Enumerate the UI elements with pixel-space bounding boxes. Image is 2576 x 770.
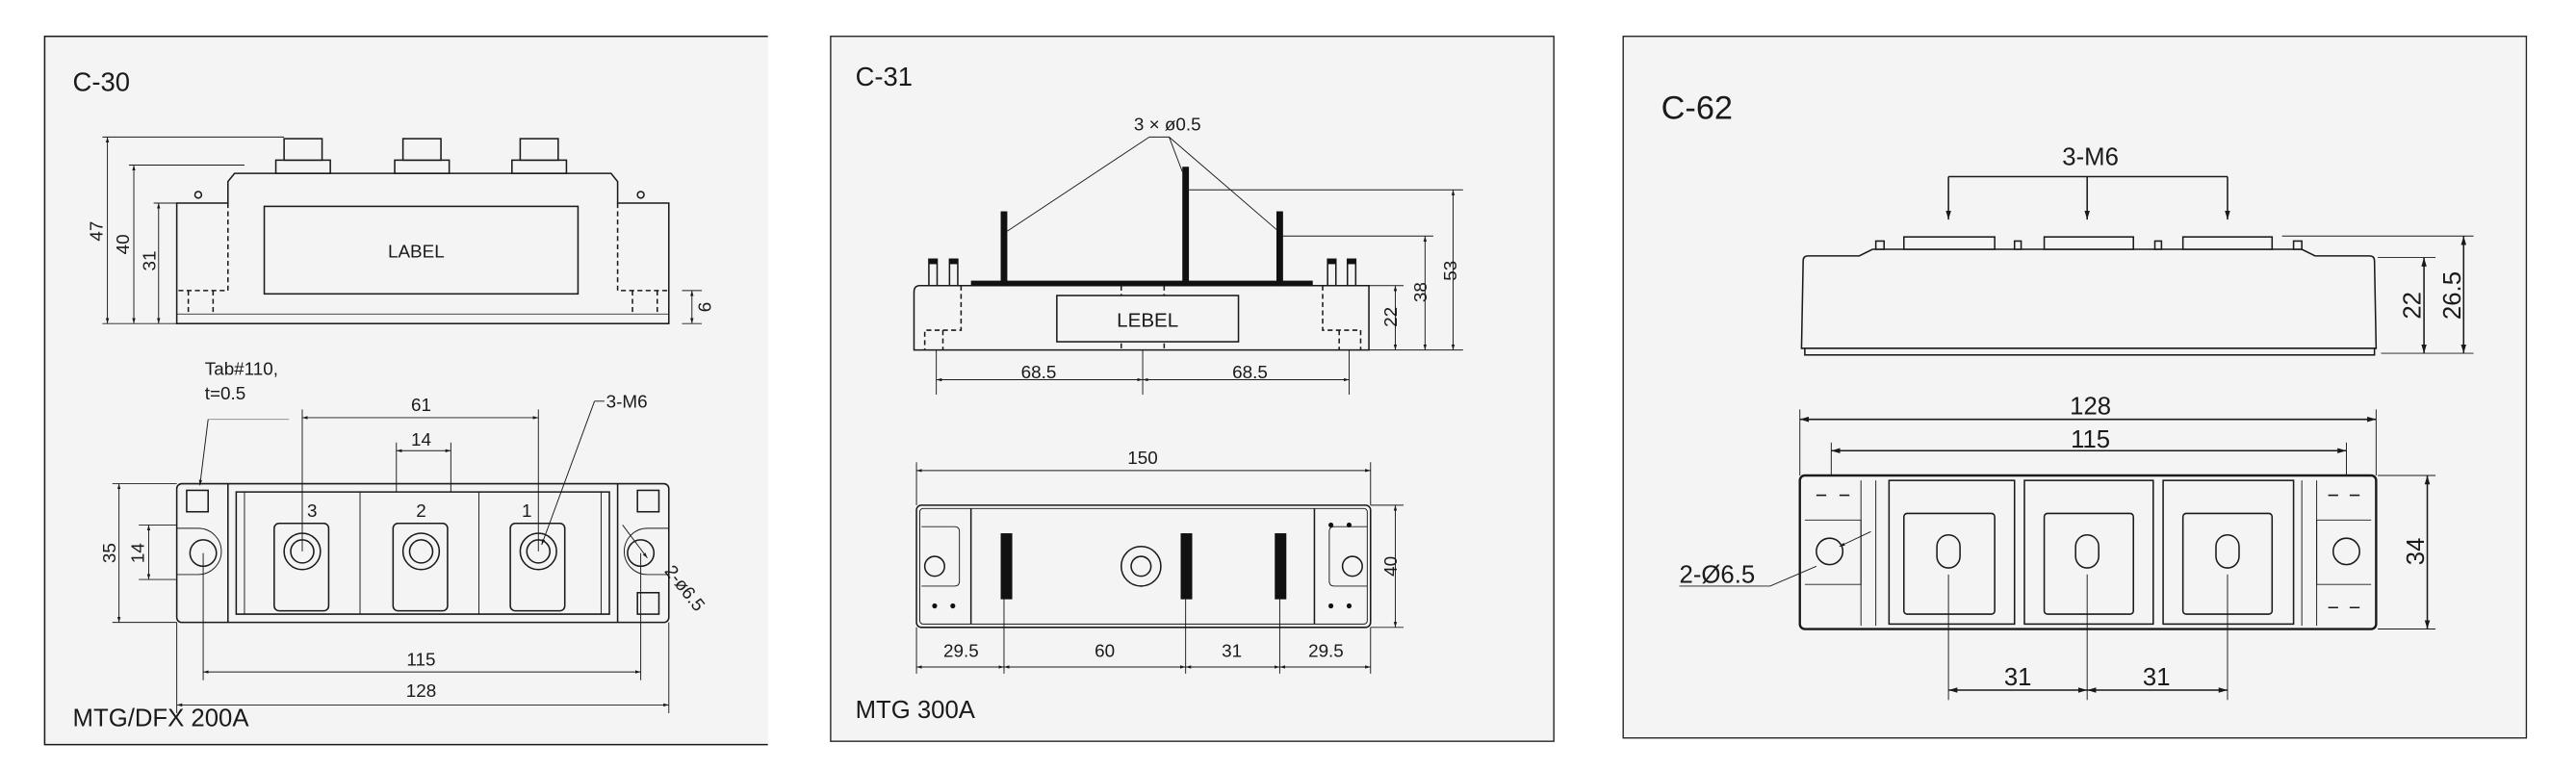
dim-53: 53 <box>1440 261 1460 281</box>
label-box <box>263 205 580 295</box>
pin <box>1000 211 1008 286</box>
pin <box>1275 533 1287 600</box>
pin-note: 3 × ø0.5 <box>1134 115 1201 135</box>
dim-31: 31 <box>1222 641 1242 661</box>
thread-note: 3-M6 <box>2062 144 2119 171</box>
terminal <box>2181 236 2274 250</box>
dim-150: 150 <box>1127 448 1157 468</box>
dim-26-5: 26.5 <box>2439 271 2466 320</box>
terminal <box>2043 236 2134 250</box>
dim-68-5-right: 68.5 <box>1232 362 1268 382</box>
pin <box>1275 211 1283 286</box>
dim-9: 9 <box>695 302 715 313</box>
dim-31-left: 31 <box>2004 664 2032 691</box>
terminals <box>1888 479 2295 626</box>
dim-40: 40 <box>1380 556 1401 577</box>
mounting-hole <box>923 555 945 578</box>
terminal-label: 2 <box>416 500 426 521</box>
mounting-hole <box>2331 537 2360 566</box>
label-text: LEBEL <box>1117 310 1178 332</box>
model-caption: MTG 300A <box>856 697 976 724</box>
terminal <box>1903 236 1996 250</box>
pin <box>1180 533 1193 600</box>
terminal-label: 1 <box>522 500 532 521</box>
thread-note: 3-M6 <box>606 392 648 412</box>
tab-note: Tab#110, <box>205 358 278 378</box>
dim-35: 35 <box>99 543 119 563</box>
hole-note: 2-Ø6.5 <box>1680 561 1756 588</box>
model-caption: MTG/DFX 200A <box>73 706 250 732</box>
dim-38: 38 <box>1410 282 1430 302</box>
panel-c62: C-62 3-M6 22 26.5 128 115 <box>1622 36 2528 739</box>
dim-128: 128 <box>2070 394 2111 421</box>
dim-29-5-left: 29.5 <box>943 641 979 661</box>
dim-29-5-right: 29.5 <box>1308 641 1344 661</box>
dim-115: 115 <box>2071 426 2110 453</box>
panel-title: C-30 <box>73 66 130 96</box>
panel-border <box>43 35 768 746</box>
mounting-hole <box>1816 537 1844 566</box>
label-box <box>1056 295 1240 343</box>
dim-31-right: 31 <box>2143 664 2171 691</box>
dim-22: 22 <box>1380 307 1401 327</box>
panel-c31: C-31 LEBEL 3 × ø0.5 22 38 53 <box>830 36 1555 742</box>
dim-34: 34 <box>2403 538 2430 566</box>
pin <box>1000 533 1013 600</box>
dim-14: 14 <box>411 429 431 449</box>
panel-background <box>1622 36 2528 739</box>
dim-14-vertical: 14 <box>127 543 147 563</box>
top-view: 3 2 1 61 14 35 14 115 128 Tab#110, t=0.5… <box>99 358 709 713</box>
dim-60: 60 <box>1095 641 1115 661</box>
terminals <box>273 522 566 612</box>
panel-title: C-31 <box>856 62 913 91</box>
dim-61: 61 <box>411 395 431 415</box>
label-text: LABEL <box>388 242 445 262</box>
mounting-hole <box>1341 555 1363 578</box>
tab-note: t=0.5 <box>205 383 245 403</box>
side-view: LABEL 47 40 31 9 <box>86 136 715 324</box>
panel-c30: C-30 LABEL 47 40 31 9 <box>43 35 768 746</box>
side-view: LEBEL 3 × ø0.5 22 38 53 68.5 68.5 <box>913 115 1463 395</box>
dim-22: 22 <box>2400 292 2427 320</box>
top-view: 128 115 2-Ø6.5 34 31 31 <box>1679 394 2436 701</box>
dim-115: 115 <box>406 649 435 669</box>
panel-background <box>830 36 1555 742</box>
dim-31: 31 <box>139 251 159 271</box>
top-view: 150 40 29.5 60 31 29.5 <box>915 448 1404 674</box>
pin <box>1182 167 1190 286</box>
panel-title: C-62 <box>1662 90 1733 126</box>
terminal-label: 3 <box>307 500 318 521</box>
terminal-screw <box>274 138 568 174</box>
side-view: 3-M6 22 26.5 <box>1800 144 2474 356</box>
dim-40: 40 <box>113 234 133 254</box>
dim-47: 47 <box>86 221 106 242</box>
dim-128: 128 <box>406 680 436 701</box>
dim-68-5-left: 68.5 <box>1021 362 1057 382</box>
